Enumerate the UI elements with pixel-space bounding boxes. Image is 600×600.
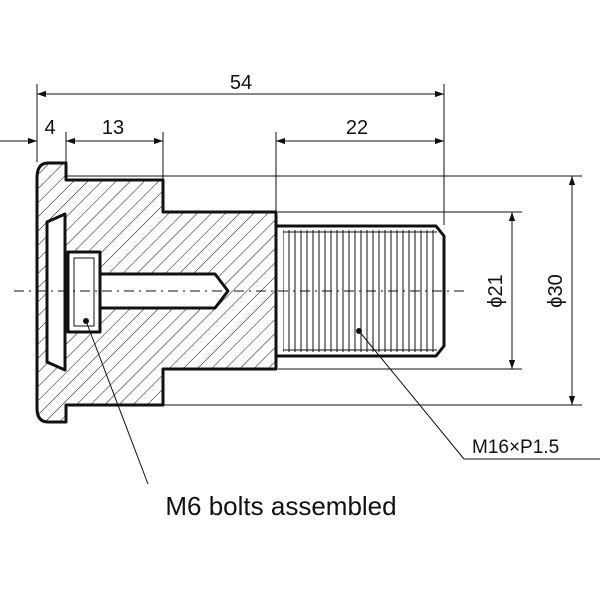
bolt-leader-dot xyxy=(83,318,89,324)
dim-body-diameter: ϕ30 xyxy=(545,274,567,307)
bolt-head-outline xyxy=(66,250,102,334)
body-outline xyxy=(35,161,278,424)
bolt-note-label: M6 bolts assembled xyxy=(165,491,396,521)
extension-lines xyxy=(36,84,582,406)
dim-shoulder-length: 13 xyxy=(102,117,124,139)
dim-overall-length: 54 xyxy=(230,72,252,94)
thread-spec-label: M16×P1.5 xyxy=(472,437,559,458)
recess-outline xyxy=(45,212,67,372)
thread-leader-dot xyxy=(356,328,362,334)
dim-thread-length: 22 xyxy=(346,117,368,139)
bolt-head-inner xyxy=(73,257,95,327)
dim-thread-diameter: ϕ21 xyxy=(485,274,507,307)
dimension-lines xyxy=(0,90,576,405)
body-section xyxy=(37,163,276,422)
dim-flange-width: 4 xyxy=(44,117,55,139)
leader-lines xyxy=(85,320,600,485)
